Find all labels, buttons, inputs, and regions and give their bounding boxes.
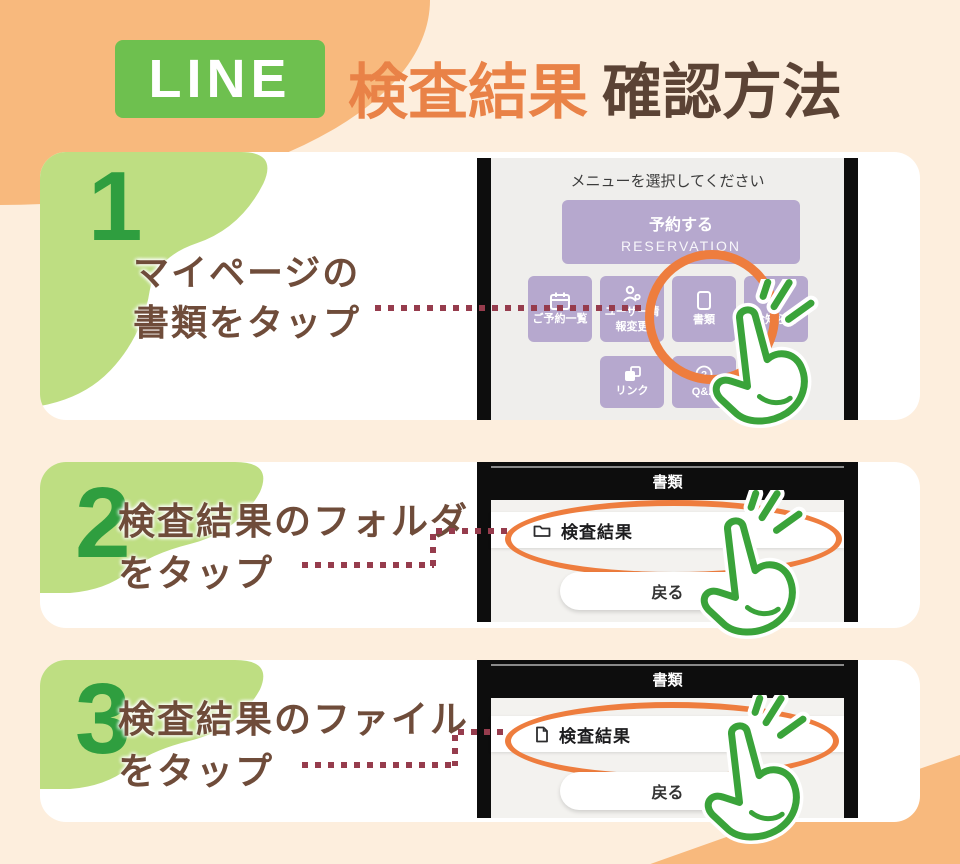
connector-step-2-b <box>430 534 436 566</box>
page-title-highlight: 検査結果 <box>348 59 588 126</box>
connector-step-3-a <box>302 762 458 768</box>
menu-prompt: メニューを選択してください <box>570 173 765 190</box>
documents-header: 書類 <box>491 462 844 500</box>
menu-button-links[interactable]: リンク <box>600 356 664 408</box>
link-icon <box>625 366 641 382</box>
step-3-number: 3 <box>75 663 131 775</box>
connector-step-1 <box>375 305 645 311</box>
header-separator <box>491 466 844 468</box>
step-1-instruction: マイページの 書類をタップ <box>133 252 362 343</box>
step-2-instruction: 検査結果のフォルダ をタップ <box>118 501 469 594</box>
reservation-button[interactable]: 予約する RESERVATION <box>562 200 800 264</box>
tap-hand-cursor <box>695 279 845 439</box>
step-1-number: 1 <box>88 152 143 261</box>
phone-edge-right <box>844 660 858 818</box>
page-title-rest: 確認方法 <box>602 59 842 126</box>
connector-step-3-b <box>452 735 458 766</box>
connector-step-3-c <box>458 729 510 735</box>
phone-edge-right <box>844 462 858 622</box>
documents-header: 書類 <box>491 660 844 698</box>
user-icon <box>623 285 641 302</box>
line-badge: LINE <box>115 40 325 118</box>
line-badge-label: LINE <box>148 49 292 109</box>
highlight-ring <box>645 250 779 384</box>
phone-edge-right <box>844 158 858 420</box>
page-title: 検査結果確認方法 <box>348 44 842 131</box>
connector-step-2-c <box>436 528 510 534</box>
header-separator <box>491 664 844 666</box>
step-2-number: 2 <box>75 467 131 579</box>
phone-edge-left <box>477 158 491 420</box>
step-3-instruction: 検査結果のファイル をタップ <box>118 699 469 792</box>
tap-hand-cursor <box>687 695 837 855</box>
connector-step-2-a <box>302 562 434 568</box>
tap-hand-cursor <box>683 490 833 650</box>
phone-edge-left <box>477 462 491 622</box>
phone-edge-left <box>477 660 491 818</box>
